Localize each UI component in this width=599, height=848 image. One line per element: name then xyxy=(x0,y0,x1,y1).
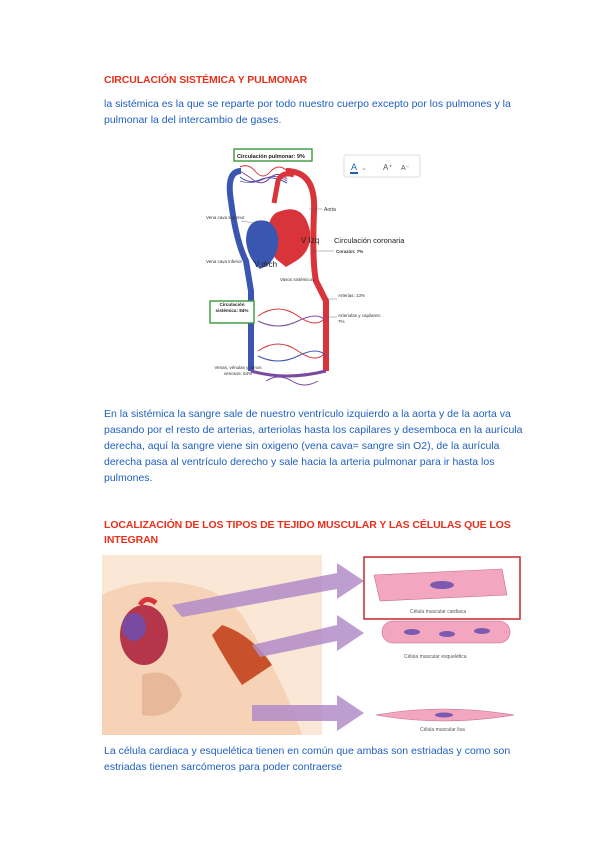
intro-paragraph: la sistémica es la que se reparte por to… xyxy=(104,98,511,126)
section-heading-circulation: CIRCULACIÓN SISTÉMICA Y PULMONAR xyxy=(104,74,308,86)
venas-label: Venas, vénulas y senos venosos: 64% xyxy=(214,365,262,376)
vena-cava-inferior-label: Vena cava inferior xyxy=(206,259,243,264)
smooth-cell-label: Célula muscular lisa xyxy=(420,727,465,733)
aorta-label: Aorta xyxy=(324,207,336,213)
skeletal-cell xyxy=(381,620,511,644)
cardiac-cell-label: Célula muscular cardiaca xyxy=(410,609,466,615)
svg-text:⌄: ⌄ xyxy=(361,165,367,172)
systemic-box xyxy=(209,300,255,324)
vasos-sistemicos-label: Vasos sistémicos xyxy=(280,277,315,282)
smooth-cell xyxy=(375,708,515,722)
stomach-shape xyxy=(142,672,182,716)
muscle-tissue-diagram: Célula muscular cardiaca Célula muscular… xyxy=(102,555,521,735)
section-heading-muscle: LOCALIZACIÓN DE LOS TIPOS DE TEJIDO MUSC… xyxy=(104,519,511,546)
arteriolas-label: Arteriolas y capilares: 7% xyxy=(338,313,382,324)
systemic-label: Circulación sistémica: 84% xyxy=(215,302,249,313)
cardiac-cell xyxy=(373,568,508,602)
corazon-label: Corazón: 7% xyxy=(336,249,363,254)
decrease-font-icon[interactable]: A⁻ xyxy=(401,165,410,172)
font-color-icon[interactable]: A ⌄ xyxy=(350,162,367,174)
increase-font-icon[interactable]: A⁺ xyxy=(383,163,393,172)
systemic-capillaries xyxy=(257,308,327,386)
arrows xyxy=(172,563,364,731)
skeletal-cell-label: Célula muscular esquelética xyxy=(404,654,467,660)
circulation-paragraph: En la sistémica la sangre sale de nuestr… xyxy=(104,408,523,484)
v-drch-label: V drch xyxy=(254,260,277,269)
coronary-label: Circulación coronaria xyxy=(334,236,405,245)
svg-text:A: A xyxy=(351,162,357,172)
heart-illustration xyxy=(120,597,168,665)
pulmonary-box xyxy=(233,148,313,162)
muscle-paragraph: La célula cardiaca y esquelética tienen … xyxy=(104,745,511,773)
text-format-toolbar[interactable]: A ⌄ A⁺ A⁻ xyxy=(343,154,421,178)
v-izq-label: V Izq xyxy=(301,236,319,245)
arterias-label: Arterias: 13% xyxy=(338,293,366,298)
heart-shape xyxy=(246,171,311,269)
biceps-muscle xyxy=(212,625,272,685)
vena-cava-superior-label: Vena cava superior xyxy=(206,215,245,220)
circulation-diagram: A ⌄ A⁺ A⁻ Circulación pulmonar: 9% Aorta… xyxy=(186,141,422,391)
pulmonary-label: Circulación pulmonar: 9% xyxy=(237,154,305,160)
